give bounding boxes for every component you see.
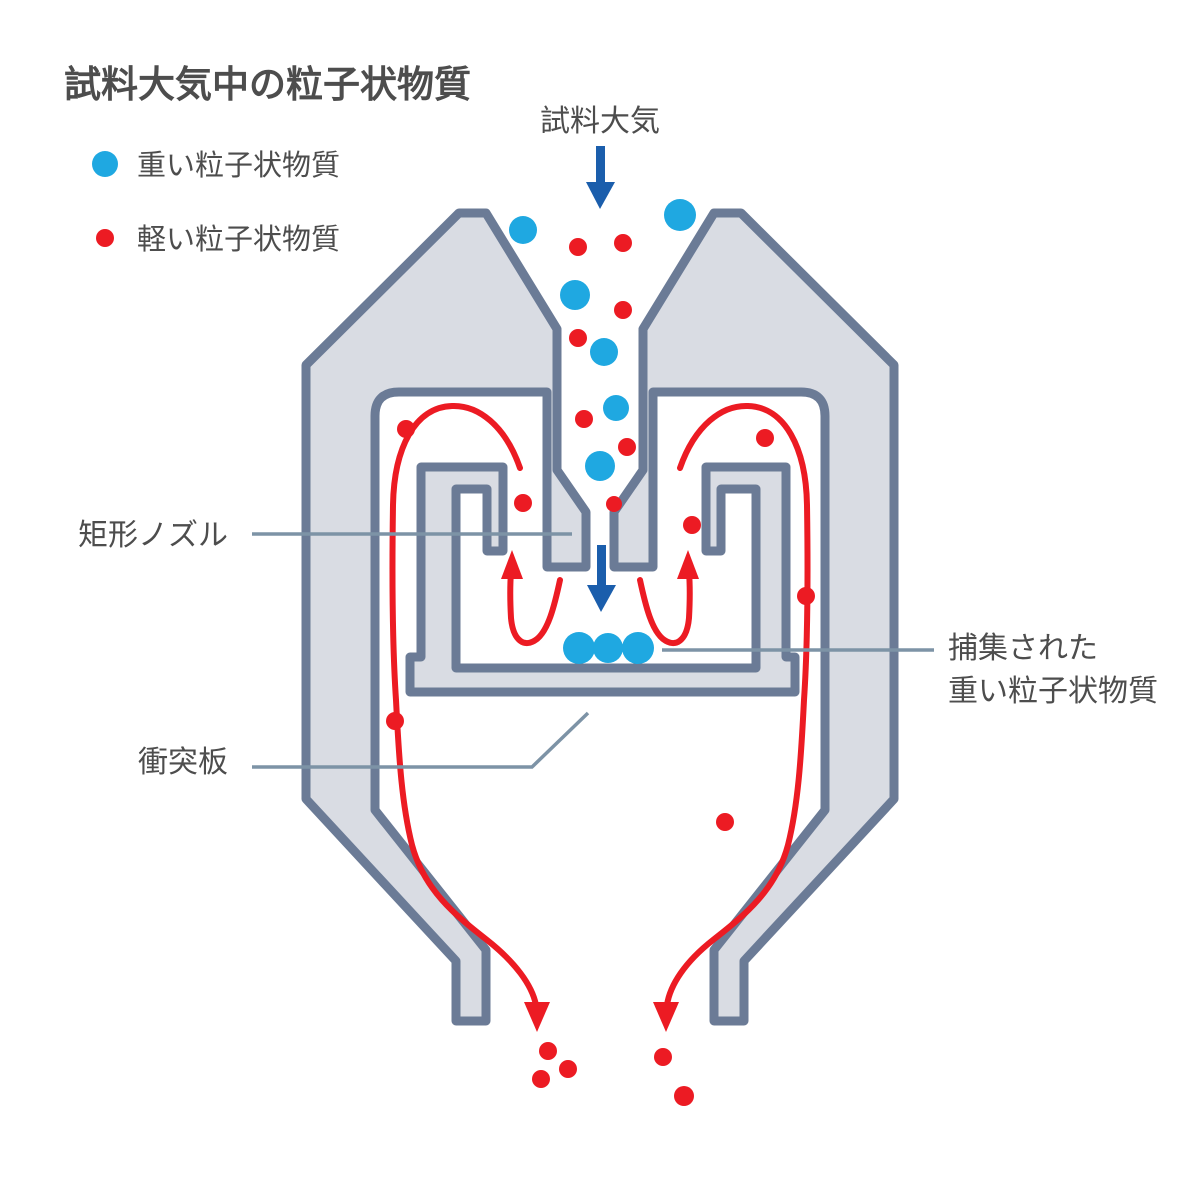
heavy-particle-dot bbox=[509, 216, 537, 244]
plate-label: 衝突板 bbox=[138, 746, 228, 779]
light-particle-dot bbox=[606, 496, 622, 512]
light-particle-dot bbox=[797, 587, 815, 605]
light-particle-dot bbox=[674, 1086, 694, 1106]
inlet-label: 試料大気 bbox=[540, 105, 660, 138]
light-particle-dot bbox=[397, 420, 415, 438]
flow-line-right bbox=[663, 402, 811, 1013]
nozzle-jet-arrow-head bbox=[587, 585, 616, 612]
light-particle-dot bbox=[614, 234, 632, 252]
light-particle-dot bbox=[716, 813, 734, 831]
collected-heavy-particle-dot bbox=[622, 632, 654, 664]
inlet-arrow-top-shaft bbox=[596, 146, 605, 184]
heavy-particle-dot bbox=[603, 395, 629, 421]
impactor-body-left bbox=[301, 208, 591, 1026]
impactor-body-right bbox=[609, 208, 899, 1026]
collected-label-line2: 重い粒子状物質 bbox=[948, 675, 1158, 708]
inlet-arrow-top bbox=[586, 146, 615, 209]
light-particle-dot bbox=[618, 438, 636, 456]
flow-uturn-arrowhead-right bbox=[677, 550, 699, 579]
legend-light-label: 軽い粒子状物質 bbox=[137, 223, 340, 256]
flow-arrowhead-right bbox=[653, 1002, 679, 1032]
heavy-particles bbox=[509, 199, 696, 481]
light-particle-dot bbox=[559, 1060, 577, 1078]
plate-leader-line bbox=[252, 711, 590, 769]
impaction-plate-assembly bbox=[405, 462, 800, 697]
flow-arrowhead-left bbox=[524, 1002, 550, 1032]
nozzle-label: 矩形ノズル bbox=[78, 519, 228, 552]
light-particle-dot bbox=[569, 329, 587, 347]
light-particle-dot bbox=[756, 429, 774, 447]
light-particle-dot bbox=[386, 712, 404, 730]
legend-heavy-label: 重い粒子状物質 bbox=[137, 149, 340, 182]
nozzle-jet-arrow bbox=[587, 545, 616, 612]
light-particles bbox=[386, 234, 815, 1106]
flow-uturn-arrowhead-left bbox=[501, 550, 523, 579]
light-particle-dot bbox=[514, 494, 532, 512]
legend-light-dot bbox=[96, 229, 114, 247]
legend: 重い粒子状物質 軽い粒子状物質 bbox=[92, 149, 340, 256]
flow-uturn-right bbox=[637, 569, 693, 647]
flow-streamlines bbox=[389, 402, 811, 1032]
flow-line-left bbox=[389, 402, 540, 1013]
collected-particles bbox=[563, 632, 654, 664]
light-particle-dot bbox=[683, 516, 701, 534]
page-title: 試料大気中の粒子状物質 bbox=[64, 64, 471, 105]
light-particle-dot bbox=[569, 238, 587, 256]
legend-heavy-dot bbox=[92, 151, 118, 177]
inlet-arrow-top-head bbox=[586, 182, 615, 209]
heavy-particle-dot bbox=[585, 451, 615, 481]
collected-heavy-particle-dot bbox=[593, 633, 623, 663]
heavy-particle-dot bbox=[560, 280, 590, 310]
light-particle-dot bbox=[539, 1042, 557, 1060]
collected-heavy-particle-dot bbox=[563, 632, 595, 664]
nozzle-jet-arrow-shaft bbox=[597, 545, 606, 587]
light-particle-dot bbox=[575, 410, 593, 428]
heavy-particle-dot bbox=[590, 338, 618, 366]
light-particle-dot bbox=[532, 1070, 550, 1088]
light-particle-dot bbox=[654, 1048, 672, 1066]
light-particle-dot bbox=[614, 301, 632, 319]
leader-lines bbox=[252, 532, 934, 769]
heavy-particle-dot bbox=[664, 199, 696, 231]
flow-uturn-left bbox=[507, 569, 563, 647]
collected-label-line1: 捕集された bbox=[948, 632, 1098, 665]
